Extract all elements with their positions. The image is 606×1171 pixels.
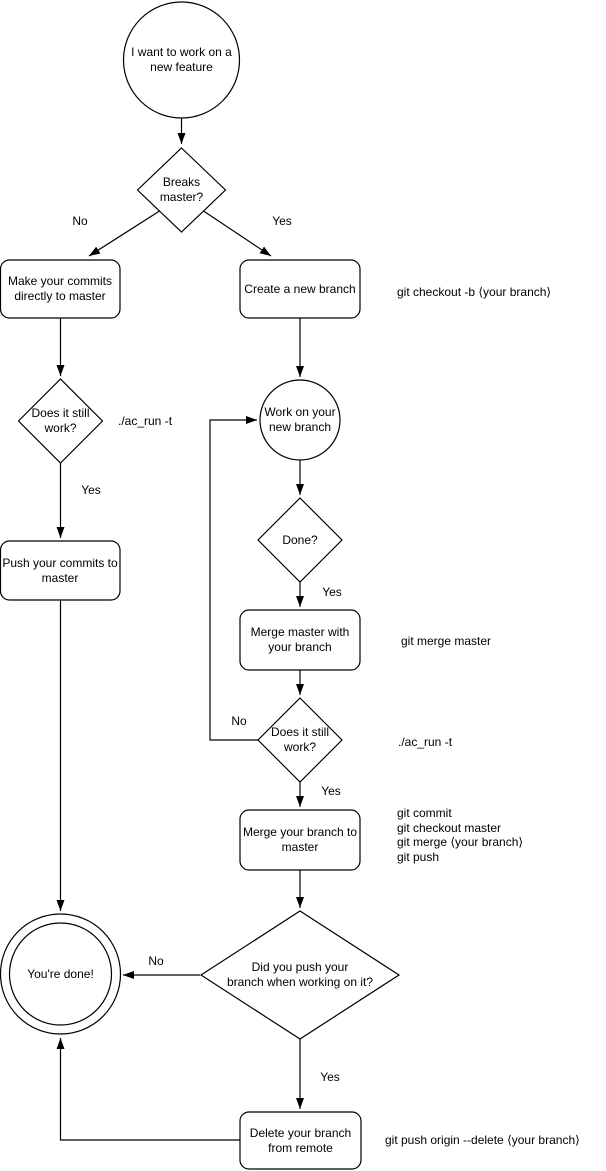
node-done-shape — [257, 497, 343, 583]
node-merge-branch-shape — [239, 809, 361, 871]
edge-does-it-work-right-no-loop-to-work-on-branch — [209, 416, 258, 741]
node-work-on-branch-shape — [259, 379, 341, 461]
node-make-commits-shape — [0, 259, 121, 319]
edge-breaks-master-no-to-make-commits — [88, 210, 160, 257]
node-does-it-work-left-shape — [17, 378, 104, 464]
node-does-it-work-right-shape — [257, 697, 343, 783]
edge-breaks-master-yes-to-create-branch — [203, 210, 272, 257]
node-did-you-push-shape — [199, 910, 401, 1040]
node-create-branch-shape — [239, 259, 361, 319]
node-start-shape — [122, 1, 241, 119]
node-delete-branch-shape — [239, 1111, 362, 1170]
node-youre-done-inner-circle — [8, 922, 113, 1026]
node-merge-master-shape — [239, 609, 361, 671]
node-breaks-master-shape — [136, 147, 227, 233]
edge-delete-branch-loop-to-youre-done — [56, 1038, 240, 1141]
node-push-commits-shape — [0, 540, 121, 601]
